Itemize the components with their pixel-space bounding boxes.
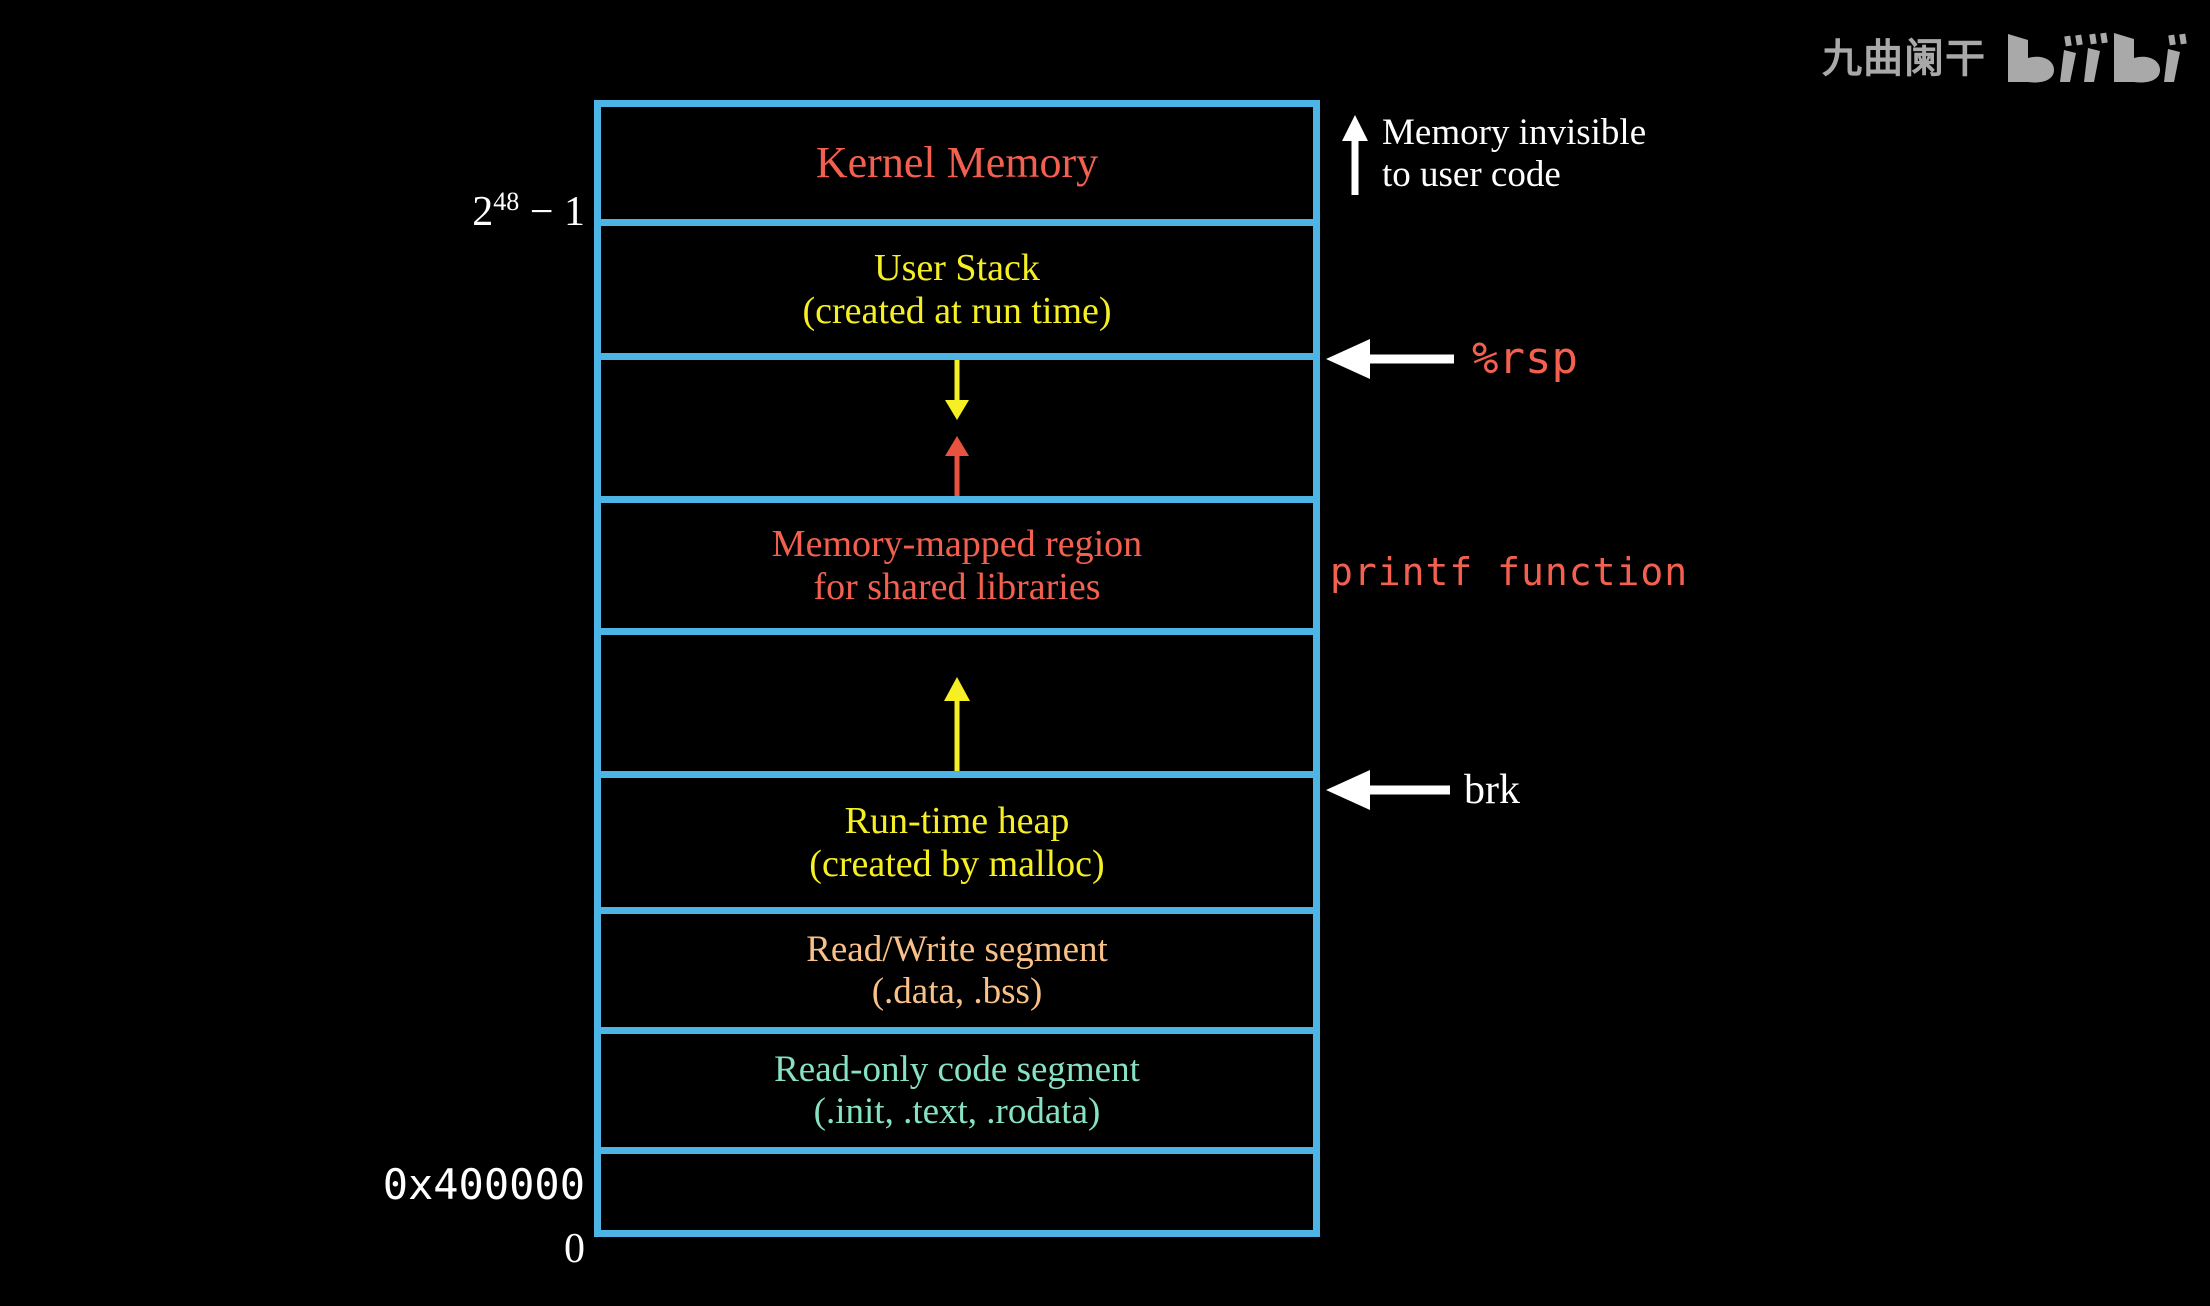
annotation-printf-label: printf function [1330, 550, 1689, 594]
region-run-time-heap-line-1: Run-time heap [844, 799, 1070, 842]
region-run-time-heap-line-2: (created by malloc) [809, 842, 1105, 885]
watermark-channel-name: 九曲阑干 [1822, 36, 1986, 82]
annotation-printf: printf function [1330, 550, 1688, 594]
growth-arrows-stack-gap [937, 360, 977, 496]
growth-arrows-heap-gap [937, 635, 977, 771]
region-user-stack-line-1: User Stack [874, 246, 1040, 289]
annotation-rsp: %rsp [1322, 333, 1578, 384]
address-label-code-start: 0x400000 [382, 1160, 585, 1209]
region-user-stack: User Stack (created at run time) [601, 226, 1313, 360]
address-top-exponent: 48 [493, 187, 520, 216]
region-read-only-code-segment-line-1: Read-only code segment [774, 1049, 1140, 1091]
region-memory-mapped-line-1: Memory-mapped region [771, 522, 1143, 565]
heap-growth-up-arrow-icon [944, 677, 970, 771]
annotation-brk-label: brk [1464, 767, 1520, 813]
region-read-write-segment-line-2: (.data, .bss) [871, 970, 1043, 1012]
annotation-memory-invisible: Memory invisible to user code [1340, 112, 1646, 196]
region-memory-mapped-line-2: for shared libraries [813, 565, 1101, 608]
region-stack-mmap-gap [601, 360, 1313, 503]
annotation-rsp-label: %rsp [1472, 333, 1578, 384]
region-read-write-segment-line-1: Read/Write segment [806, 929, 1108, 971]
region-run-time-heap: Run-time heap (created by malloc) [601, 778, 1313, 914]
address-top-suffix: − 1 [519, 189, 585, 235]
region-kernel-memory: Kernel Memory [601, 107, 1313, 226]
brk-left-arrow-icon [1326, 770, 1450, 810]
memory-layout-column: Kernel Memory User Stack (created at run… [594, 100, 1320, 1237]
annotation-memory-invisible-line-2: to user code [1382, 154, 1561, 196]
region-read-write-segment: Read/Write segment (.data, .bss) [601, 914, 1313, 1034]
stack-growth-down-arrow-icon [945, 360, 969, 420]
invisible-up-arrow-icon [1342, 115, 1368, 196]
address-label-zero: 0 [564, 1226, 585, 1272]
annotation-memory-invisible-text: Memory invisible to user code [1382, 112, 1646, 196]
region-memory-mapped: Memory-mapped region for shared librarie… [601, 503, 1313, 635]
watermark: 九曲阑干 [1822, 30, 2188, 88]
mmap-growth-up-arrow-icon [945, 436, 969, 496]
region-kernel-memory-line-1: Kernel Memory [815, 138, 1099, 188]
region-unmapped-low [601, 1154, 1313, 1230]
annotation-brk: brk [1322, 766, 1520, 814]
rsp-left-arrow-icon [1326, 338, 1454, 379]
region-mmap-heap-gap [601, 635, 1313, 778]
region-read-only-code-segment: Read-only code segment (.init, .text, .r… [601, 1034, 1313, 1154]
address-label-top: 248 − 1 [472, 188, 585, 236]
annotation-memory-invisible-line-1: Memory invisible [1382, 112, 1647, 153]
region-read-only-code-segment-line-2: (.init, .text, .rodata) [813, 1090, 1101, 1132]
address-top-base: 2 [472, 189, 494, 235]
bilibili-logo-icon [2008, 32, 2187, 83]
region-user-stack-line-2: (created at run time) [802, 289, 1112, 332]
